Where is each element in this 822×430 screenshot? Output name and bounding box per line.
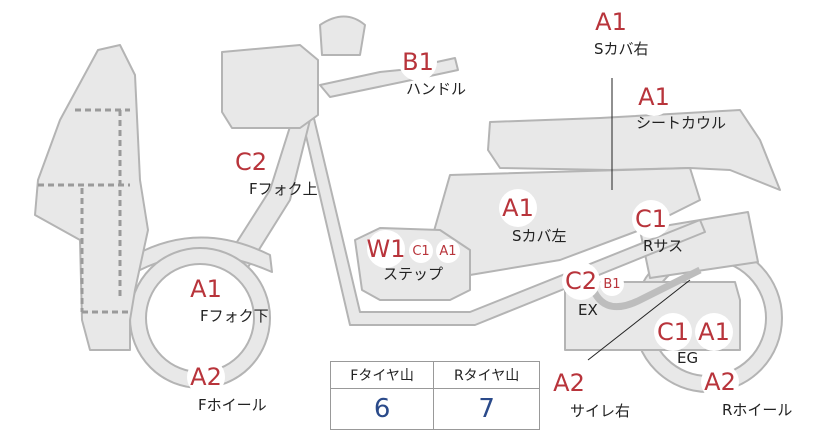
front-wheel-code: A2 xyxy=(187,358,225,396)
seat-cowl-label: シートカウル xyxy=(636,114,727,132)
exhaust-code-extra: B1 xyxy=(600,272,624,296)
handle-code: B1 xyxy=(399,43,437,81)
step-code-extra-2: A1 xyxy=(436,239,460,263)
tire-tread-table: Fタイヤ山 Rタイヤ山 6 7 xyxy=(329,361,540,430)
rear-sus-code: C1 xyxy=(632,200,670,238)
seat-cowl-code: A1 xyxy=(635,78,673,116)
engine-code-1: C1 xyxy=(654,313,692,351)
exhaust-label: EX xyxy=(578,301,598,319)
rear-wheel-code: A2 xyxy=(701,363,739,401)
seat-cowl-shape xyxy=(487,109,781,191)
front-fork-upper-code: C2 xyxy=(232,143,270,181)
mirror-shape xyxy=(319,15,366,56)
muffler-right-code: A2 xyxy=(550,364,588,402)
rear-sus-label: Rサス xyxy=(643,237,684,255)
s-cover-right-code: A1 xyxy=(592,3,630,41)
front-tread-value: 6 xyxy=(329,388,435,430)
step-code-extra-1: C1 xyxy=(409,239,433,263)
rear-tread-value: 7 xyxy=(433,388,540,430)
step-label: ステップ xyxy=(383,265,444,283)
s-cover-left-code: A1 xyxy=(499,189,537,227)
front-fork-lower-code: A1 xyxy=(187,270,225,308)
front-fork-upper-label: Fフォク上 xyxy=(249,180,318,198)
muffler-right-label: サイレ右 xyxy=(570,402,631,420)
rear-wheel-label: Rホイール xyxy=(722,401,793,419)
front-fork-lower-label: Fフォク下 xyxy=(200,307,269,325)
engine-label: EG xyxy=(677,349,699,367)
leg-shield-shape xyxy=(34,44,149,351)
rear-tread-header: Rタイヤ山 xyxy=(433,361,540,389)
step-code: W1 xyxy=(367,230,406,268)
engine-code-2: A1 xyxy=(695,313,733,351)
front-wheel-label: Fホイール xyxy=(198,396,267,414)
handle-label: ハンドル xyxy=(406,80,467,98)
exhaust-code: C2 xyxy=(562,262,600,300)
s-cover-left-label: Sカバ左 xyxy=(512,227,567,245)
frame-shape xyxy=(299,109,706,326)
front-tread-header: Fタイヤ山 xyxy=(329,361,435,389)
headlight-shape xyxy=(221,44,319,129)
s-cover-right-label: Sカバ右 xyxy=(594,40,649,58)
rear-suspension-shape xyxy=(639,211,759,279)
